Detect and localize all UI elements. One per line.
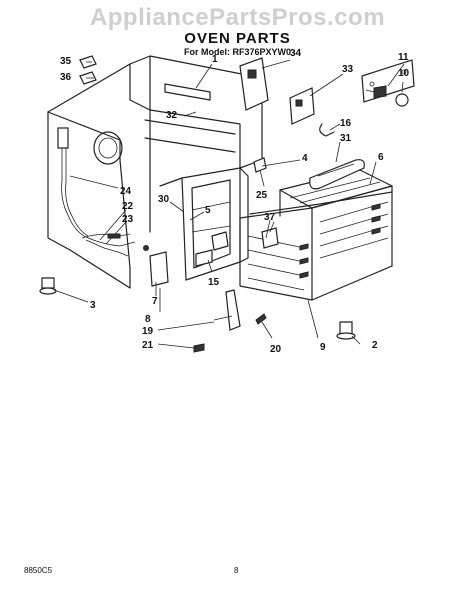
callout-31: 31 xyxy=(340,133,352,144)
callout-labels: 1 2 3 4 5 6 7 8 9 10 11 15 16 19 20 21 2… xyxy=(60,48,410,355)
callout-2: 2 xyxy=(372,340,378,351)
callout-24: 24 xyxy=(120,186,132,197)
callout-32: 32 xyxy=(166,110,178,121)
diagram-title: OVEN PARTS xyxy=(184,30,291,47)
callout-7: 7 xyxy=(152,296,158,307)
callout-34: 34 xyxy=(290,48,302,59)
model-number: For Model: RF376PXYW0 xyxy=(183,47,291,57)
callout-30: 30 xyxy=(158,194,170,205)
lower-hardware xyxy=(39,157,356,353)
document-code: 8850C5 xyxy=(24,566,53,575)
leader-lines xyxy=(53,59,405,349)
callout-25: 25 xyxy=(256,190,268,201)
callout-16: 16 xyxy=(340,118,352,129)
callout-6: 6 xyxy=(378,152,384,163)
callout-36: 36 xyxy=(60,72,72,83)
callout-23: 23 xyxy=(122,214,134,225)
callout-5: 5 xyxy=(205,205,211,216)
callout-11: 11 xyxy=(398,52,409,63)
oven-cavity-frame xyxy=(47,55,263,289)
callout-33: 33 xyxy=(342,64,354,75)
watermark: AppliancePartsPros.com xyxy=(89,4,386,31)
page-number: 8 xyxy=(234,566,239,575)
broil-element xyxy=(309,159,365,190)
callout-8: 8 xyxy=(145,314,151,325)
small-parts-35-36 xyxy=(79,55,97,85)
callout-4: 4 xyxy=(302,153,308,164)
callout-21: 21 xyxy=(142,340,154,351)
callout-20: 20 xyxy=(270,344,282,355)
callout-22: 22 xyxy=(122,201,134,212)
upper-right-hardware xyxy=(239,57,415,137)
callout-3: 3 xyxy=(90,300,96,311)
callout-37: 37 xyxy=(264,212,276,223)
callout-19: 19 xyxy=(142,326,154,337)
callout-35: 35 xyxy=(60,56,72,67)
callout-9: 9 xyxy=(320,342,326,353)
callout-10: 10 xyxy=(398,68,410,79)
callout-15: 15 xyxy=(208,277,220,288)
callout-1: 1 xyxy=(212,54,218,65)
